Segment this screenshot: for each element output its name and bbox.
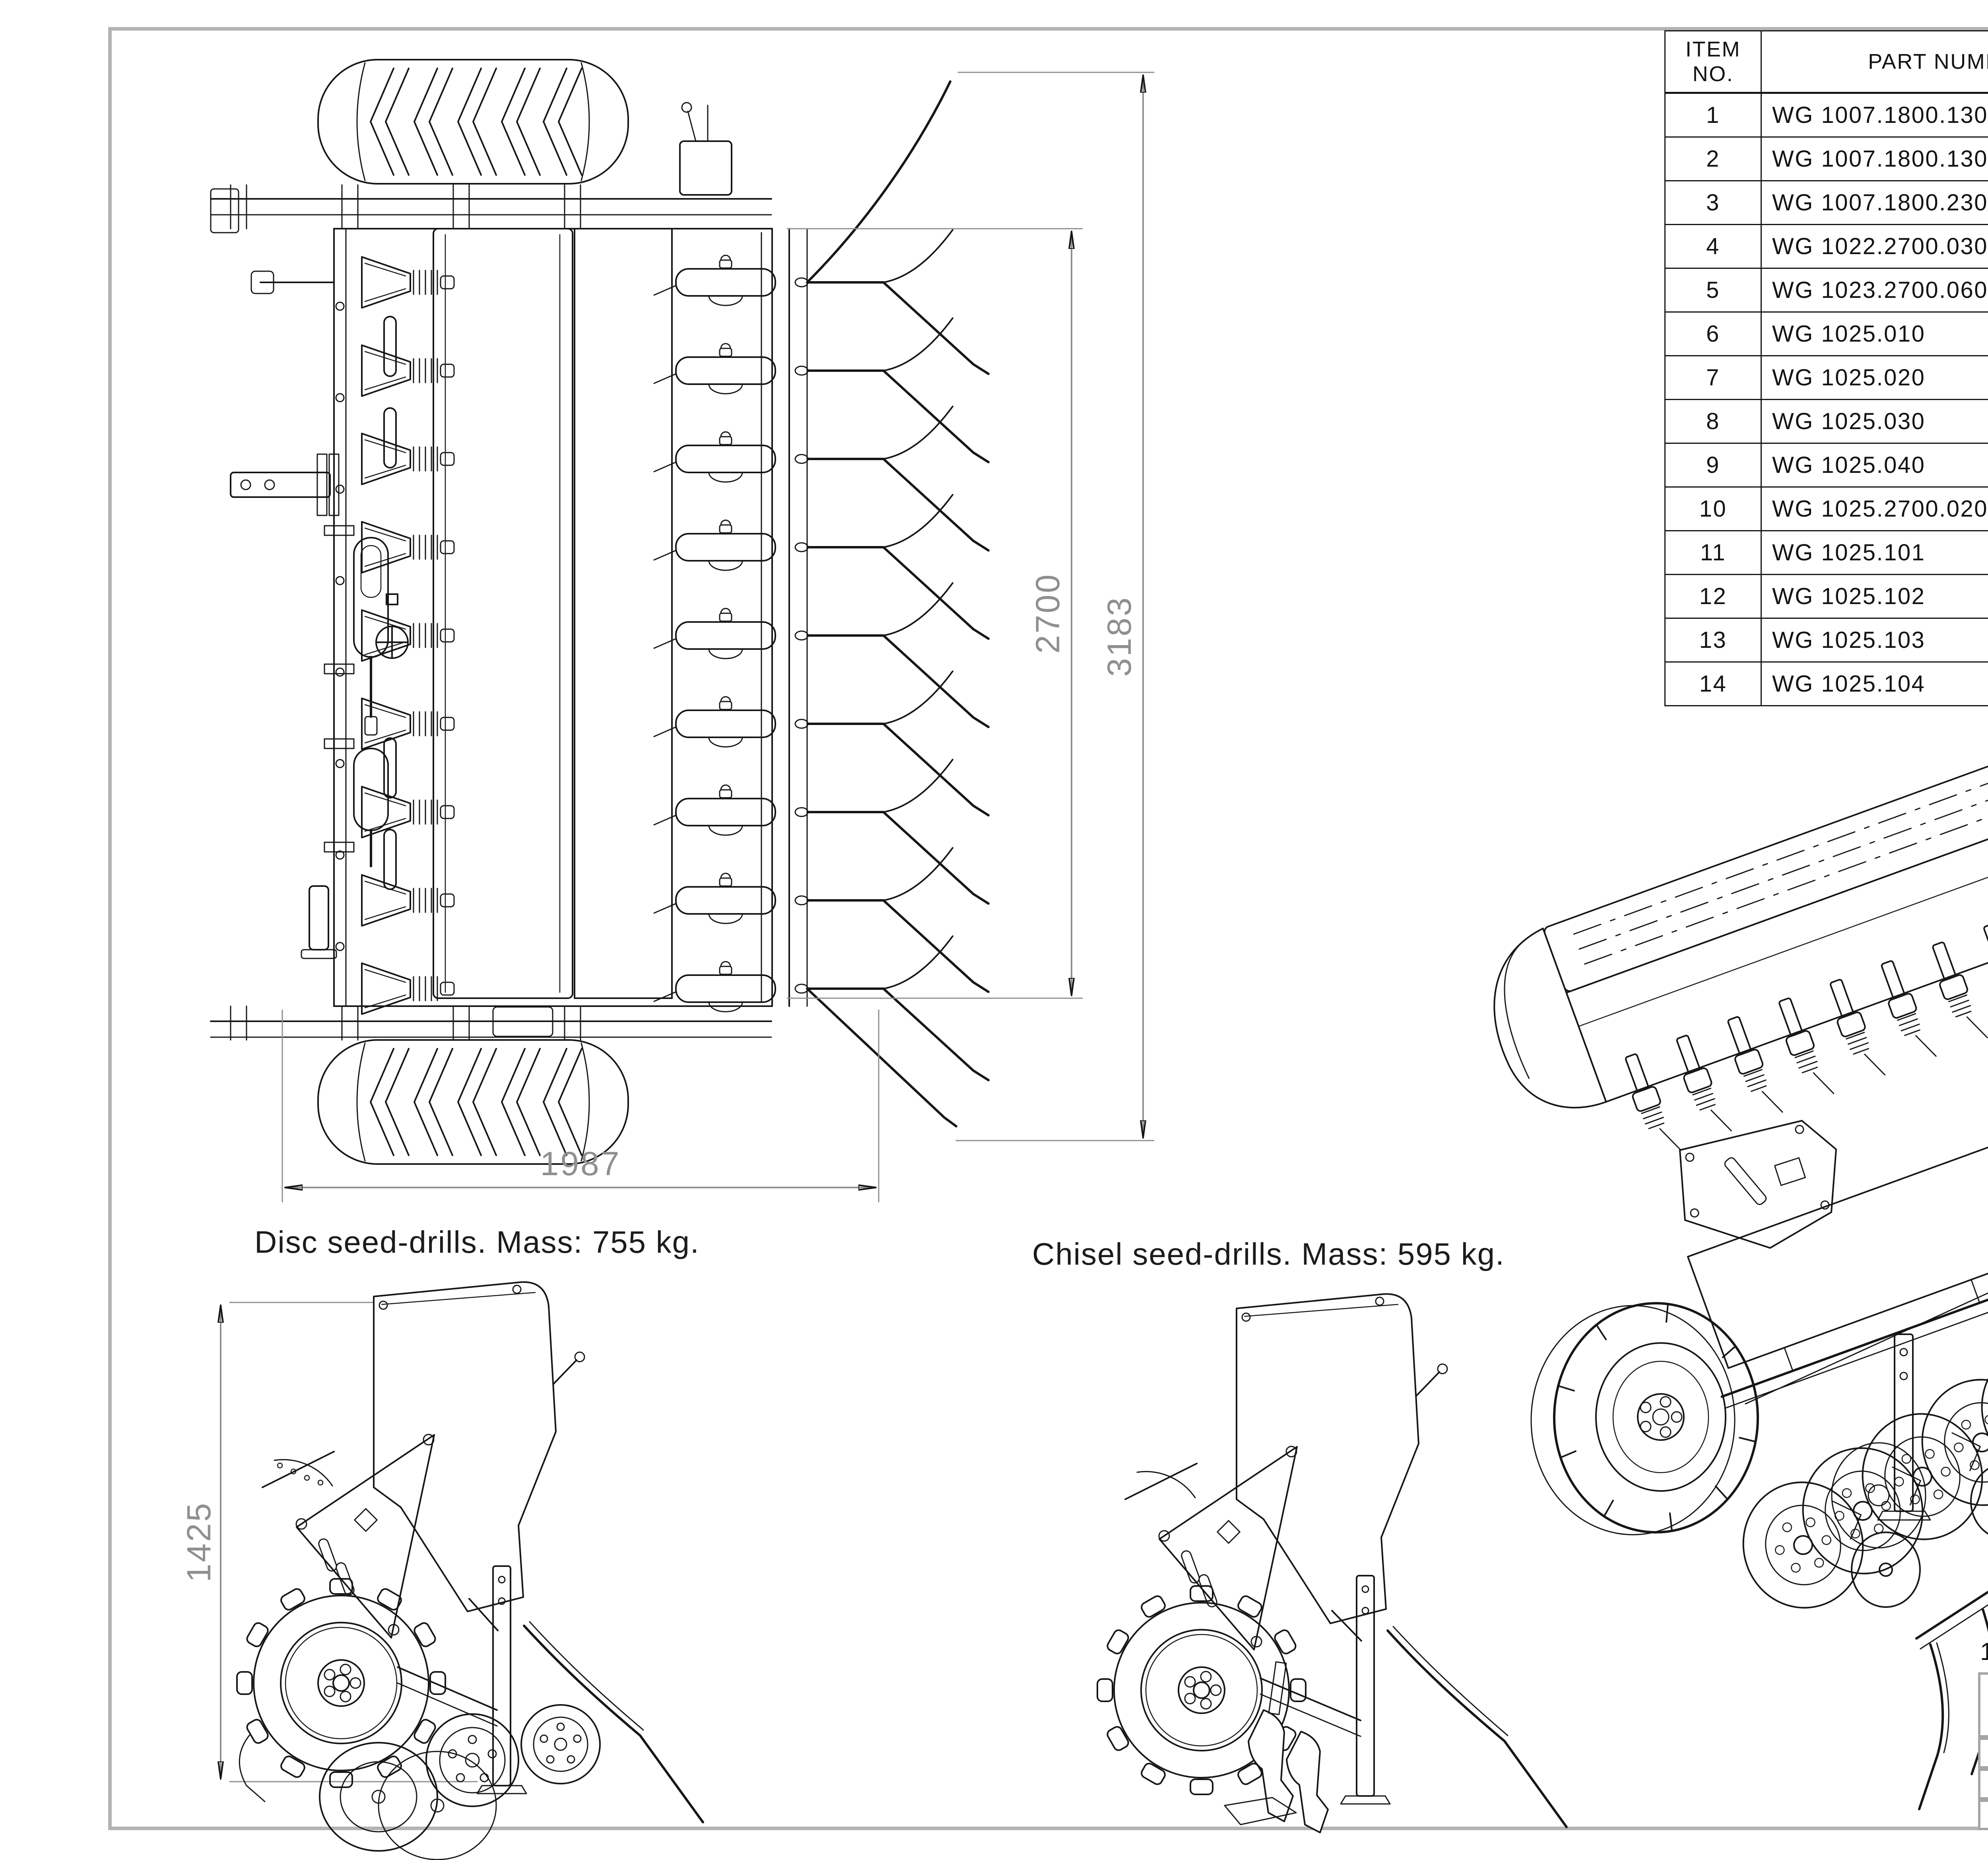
dim-label-2700: 2700: [1029, 573, 1066, 654]
rear-frame-rail: [1745, 1292, 1988, 1405]
cell-part: WG 1025.010: [1761, 311, 1988, 356]
cell-part: WG 1025.102: [1761, 574, 1988, 619]
disc-coulters: [239, 1733, 497, 1860]
sowing-units-column: [361, 256, 455, 1015]
table-row: 2WG 1007.1800.130-01Sowing mechanism9: [1664, 136, 1988, 181]
cell-item: 1: [1664, 92, 1762, 138]
cell-item: 8: [1664, 399, 1762, 444]
table-row: 3WG 1007.1800.230Trail ripper2: [1664, 180, 1988, 225]
linkage-arms: [1260, 1610, 1362, 1737]
left-attachments: [230, 270, 389, 959]
frame-bottom-bar: [210, 1005, 772, 1041]
cell-item: 9: [1664, 443, 1762, 488]
spring-tine: [523, 1621, 704, 1823]
top-view-drawing: [210, 59, 1155, 1203]
seed-box-cover: [433, 228, 573, 999]
iso-deviation-note: 1. Possible dimensional deviations accor…: [1980, 1638, 1988, 1666]
title-block-company: Work Gadget: [1978, 1672, 1988, 1738]
walkway: [1687, 974, 1988, 1409]
title-block-mass: Mass: 753433.75, g.: [1978, 1738, 1988, 1769]
table-row: 7WG 1025.020Left variator1: [1664, 355, 1988, 400]
walkway-board: [574, 228, 673, 999]
table-row: 6WG 1025.010Right variator1: [1664, 311, 1988, 356]
chisel-openers: [1224, 1661, 1329, 1833]
table-row: 9WG 1025.040Right protector1: [1664, 443, 1988, 488]
linkage-arms: [397, 1598, 499, 1727]
cell-item: 11: [1664, 530, 1762, 575]
col-header-part: PART NUMBER: [1761, 30, 1988, 94]
drive-wheel: [236, 1578, 446, 1788]
table-row: 5WG 1023.2700.060Board1: [1664, 268, 1988, 313]
press-wheels-row: [1851, 1468, 1988, 1608]
cell-item: 14: [1664, 661, 1762, 706]
cell-item: 13: [1664, 618, 1762, 663]
table-row: 1WG 1007.1800.130Sowing mechanism9: [1664, 92, 1988, 138]
cell-part: WG 1025.101: [1761, 530, 1988, 575]
cell-part: WG 1007.1800.230: [1761, 180, 1988, 225]
dim-label-1987: 1987: [540, 1145, 621, 1182]
dim-label-1425: 1425: [180, 1501, 217, 1582]
drive-wheel: [1097, 1585, 1307, 1795]
cell-part: WG 1025.040: [1761, 443, 1988, 488]
isometric-view-drawing: [1493, 655, 1988, 1698]
cell-part: WG 1025.103: [1761, 618, 1988, 663]
table-row: 8WG 1025.030Left protector1: [1664, 399, 1988, 444]
variator-cover: [1679, 1120, 1837, 1249]
cell-part: WG 1025.104: [1761, 661, 1988, 706]
cell-part: WG 1007.1800.130: [1761, 92, 1988, 138]
table-row: 4WG 1022.2700.030Cover1: [1664, 224, 1988, 269]
cell-item: 2: [1664, 136, 1762, 181]
cell-item: 12: [1664, 574, 1762, 619]
stand-posts: [1877, 1333, 1931, 1521]
cell-part: WG 1025.020: [1761, 355, 1988, 400]
title-block-scale: Scale: 1:20: [1978, 1800, 1988, 1830]
frame-top-bar: [210, 102, 772, 233]
drive-tire: [1530, 1302, 1926, 1549]
dim-label-3183: 3183: [1101, 596, 1138, 677]
cell-part: WG 1007.1800.130-01: [1761, 136, 1988, 181]
cell-part: WG 1025.2700.020: [1761, 486, 1988, 531]
cell-item: 6: [1664, 311, 1762, 356]
cell-item: 10: [1664, 486, 1762, 531]
chisel-view-title: Chisel seed-drills. Mass: 595 kg.: [1032, 1236, 1505, 1271]
hopper: [262, 1281, 585, 1638]
stand-leg: [1340, 1575, 1391, 1805]
hopper: [1124, 1293, 1448, 1650]
dimension-lines: [282, 72, 1155, 1203]
cell-part: WG 1025.030: [1761, 399, 1988, 444]
spring-tine: [1386, 1626, 1568, 1828]
cell-item: 4: [1664, 224, 1762, 269]
title-block-material: Material:: [1978, 1769, 1988, 1800]
metering-plate: [375, 316, 409, 890]
press-wheels: [425, 1704, 601, 1807]
cell-part: WG 1023.2700.060: [1761, 268, 1988, 313]
cell-item: 5: [1664, 268, 1762, 313]
stand-leg: [476, 1565, 527, 1794]
dim-1425: [221, 1302, 478, 1782]
hopper-box: [1493, 655, 1988, 1160]
sheet-border: [108, 27, 1988, 1830]
chisel-seed-drill-drawing: [1097, 1293, 1568, 1833]
disc-view-title: Disc seed-drills. Mass: 755 kg.: [254, 1224, 700, 1259]
cell-part: WG 1022.2700.030: [1761, 224, 1988, 269]
disc-seed-drill-drawing: [119, 1281, 704, 1860]
cell-item: 7: [1664, 355, 1762, 400]
disc-coulters-row: [1731, 1333, 1988, 1620]
harrow-tines-field: [788, 80, 988, 1127]
cell-item: 3: [1664, 180, 1762, 225]
